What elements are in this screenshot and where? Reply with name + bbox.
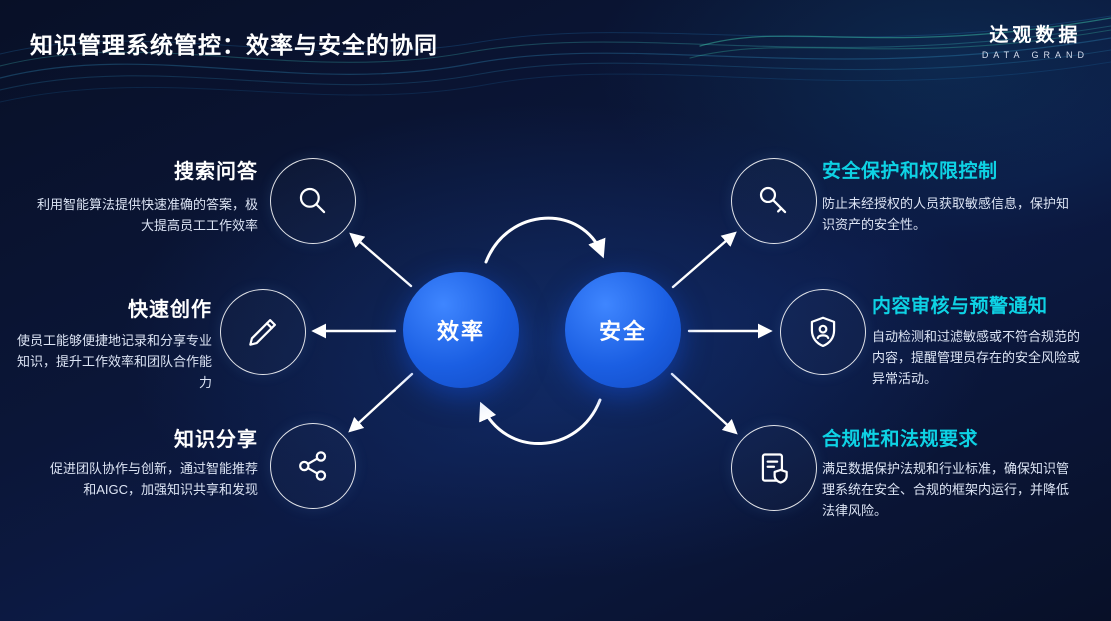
key-icon-ring: [731, 158, 817, 244]
arrow-efficiency-to-search: [349, 232, 413, 288]
document-shield-icon: [761, 453, 788, 484]
left-item-title-create: 快速创作: [128, 299, 212, 321]
right-item-desc-access: 防止未经授权的人员获取敏感信息，保护知识资产的安全性。: [822, 196, 1070, 233]
right-item-title-access: 安全保护和权限控制: [822, 161, 998, 182]
share-icon-ring: [270, 423, 356, 509]
efficiency-node: 效率: [403, 272, 519, 388]
shield-user-icon: [810, 316, 836, 348]
shield-user-icon-ring: [780, 289, 866, 375]
pencil-icon: [249, 319, 276, 346]
arrow-security-to-key: [671, 231, 737, 289]
wave-decoration: [0, 15, 1111, 103]
left-item-desc-search: 利用智能算法提供快速准确的答案，极大提高员工工作效率: [36, 197, 258, 234]
cycle-arrow-top: [484, 216, 606, 264]
brand-subtitle: DATA GRAND: [981, 50, 1089, 60]
share-icon: [299, 451, 327, 481]
right-item-title-compliance: 合规性和法规要求: [822, 429, 979, 450]
left-item-title-share: 知识分享: [174, 429, 258, 451]
arrow-efficiency-to-share: [348, 372, 414, 433]
security-node: 安全: [565, 272, 681, 388]
right-item-desc-audit: 自动检测和过滤敏感或不符合规范的内容，提醒管理员存在的安全风险或异常活动。: [872, 329, 1081, 387]
search-icon: [299, 187, 326, 214]
search-icon-ring: [270, 158, 356, 244]
brand-name: 达观数据: [989, 25, 1082, 46]
left-item-desc-share: 促进团队协作与创新，通过智能推荐和AIGC，加强知识共享和发现: [49, 461, 258, 498]
efficiency-node-label: 效率: [436, 319, 485, 344]
right-item-title-audit: 内容审核与预警通知: [872, 296, 1048, 317]
brand-logo: 达观数据 DATA GRAND: [982, 20, 1089, 60]
cycle-arrow-bottom: [479, 398, 602, 445]
left-item-title-search: 搜索问答: [174, 161, 258, 183]
arrow-security-to-document: [670, 372, 738, 435]
pencil-icon-ring: [220, 289, 306, 375]
left-item-desc-create: 使员工能够便捷地记录和分享专业知识，提升工作效率和团队合作能力: [16, 333, 212, 391]
right-item-desc-compliance: 满足数据保护法规和行业标准，确保知识管理系统在安全、合规的框架内运行，并降低法律…: [822, 461, 1070, 519]
document-shield-icon-ring: [731, 425, 817, 511]
page-title: 知识管理系统管控：效率与安全的协同: [30, 32, 438, 58]
key-icon: [759, 186, 787, 214]
security-node-label: 安全: [598, 319, 647, 344]
